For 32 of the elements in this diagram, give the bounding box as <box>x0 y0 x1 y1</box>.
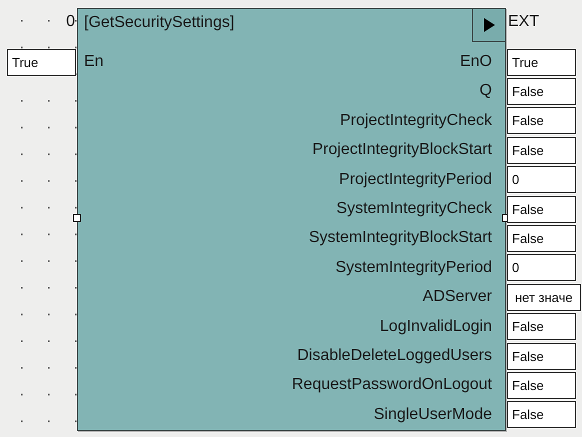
value-field: 0 <box>507 254 576 281</box>
pin-label: SystemIntegrityBlockStart <box>308 229 492 248</box>
value-field: True <box>507 49 576 76</box>
value-field: False <box>507 372 576 399</box>
function-block <box>77 8 506 431</box>
pin-label: ProjectIntegrityPeriod <box>339 170 492 189</box>
execution-order-number: 0 <box>66 13 75 31</box>
value-field: False <box>507 313 576 340</box>
value-field: False <box>507 225 576 252</box>
value-field: False <box>507 196 576 223</box>
pin-label: SystemIntegrityCheck <box>336 200 492 218</box>
pin-label: SystemIntegrityPeriod <box>335 258 492 277</box>
pin-label: LogInvalidLogin <box>380 318 492 336</box>
pin-label: RequestPasswordOnLogout <box>292 376 492 394</box>
value-field: False <box>507 137 576 164</box>
pin-label: SingleUserMode <box>374 406 492 424</box>
pin-label: ProjectIntegrityBlockStart <box>312 141 492 160</box>
value-field: False <box>507 78 576 105</box>
value-field: 0 <box>507 166 576 193</box>
pin-label: En <box>84 53 104 71</box>
pin-label: DisableDeleteLoggedUsers <box>297 347 492 365</box>
pin-label: ProjectIntegrityCheck <box>340 112 492 130</box>
value-field: False <box>507 107 576 134</box>
block-title: [GetSecuritySettings] <box>84 14 234 32</box>
value-field: False <box>507 343 576 370</box>
value-field: нет значе <box>507 284 581 311</box>
ext-label: EXT <box>508 13 540 31</box>
pin-label: Q <box>480 82 492 100</box>
pin-label: EnO <box>460 53 492 71</box>
value-field: True <box>7 49 76 76</box>
pin-label: ADServer <box>422 288 492 306</box>
value-field: False <box>507 401 576 428</box>
